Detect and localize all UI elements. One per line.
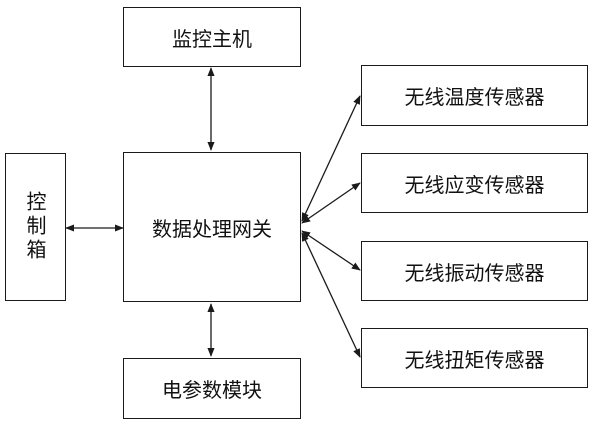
- strain-sensor-label: 无线应变传感器: [404, 172, 545, 197]
- arrow-gateway-torque-sensor: [301, 232, 361, 358]
- temperature-sensor-label: 无线温度传感器: [404, 85, 545, 109]
- host-node: 监控主机: [123, 7, 301, 67]
- torque-sensor-node: 无线扭矩传感器: [361, 328, 588, 388]
- gateway-node: 数据处理网关: [123, 152, 301, 302]
- control-box-node: 控制箱: [5, 153, 66, 301]
- host-label: 监控主机: [172, 26, 252, 51]
- arrow-gateway-strain-sensor: [301, 182, 361, 224]
- power-module-node: 电参数模块: [123, 358, 301, 419]
- vibration-sensor-label: 无线振动传感器: [404, 260, 545, 285]
- gateway-label: 数据处理网关: [152, 216, 272, 241]
- vibration-sensor-node: 无线振动传感器: [361, 241, 588, 301]
- temperature-sensor-node: 无线温度传感器: [361, 65, 588, 126]
- power-module-label: 电参数模块: [162, 378, 262, 402]
- torque-sensor-label: 无线扭矩传感器: [404, 347, 545, 372]
- control-box-label: 控制箱: [23, 191, 47, 263]
- strain-sensor-node: 无线应变传感器: [361, 153, 588, 213]
